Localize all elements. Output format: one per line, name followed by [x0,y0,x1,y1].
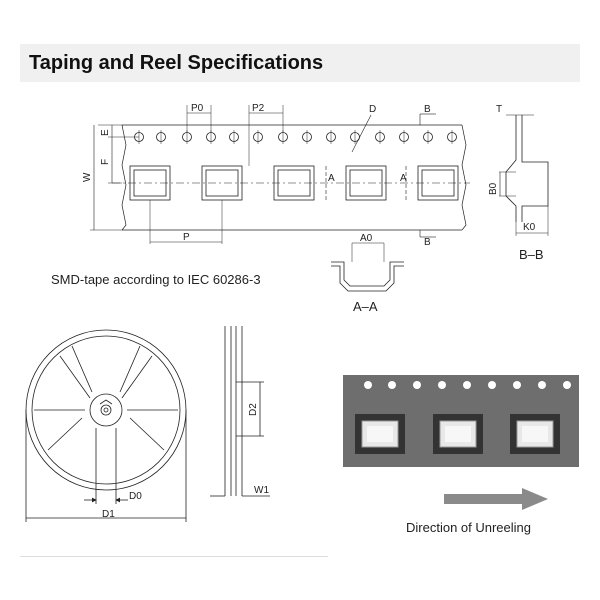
section-aa-title: A–A [353,299,378,314]
label-b-bottom: B [424,237,431,248]
section-a-a: A0 A–A [331,233,404,314]
label-e: E [100,129,111,136]
label-p2: P2 [252,103,265,114]
tape-photo [343,375,579,510]
divider [20,556,328,557]
label-b0: B0 [488,182,499,195]
smd-tape-caption: SMD-tape according to IEC 60286-3 [51,272,261,287]
tape-top-view: A A P0 P2 D B B E F W [82,103,470,248]
label-w1: W1 [254,485,269,496]
label-p: P [183,232,190,243]
label-k0: K0 [523,222,536,233]
section-b-b: T B0 K0 B–B [488,104,549,262]
label-f: F [100,159,111,165]
section-bb-title: B–B [519,247,544,262]
label-w: W [82,172,93,182]
label-d2: D2 [248,403,259,416]
label-d0: D0 [129,491,142,502]
direction-caption: Direction of Unreeling [406,520,532,535]
label-a0: A0 [360,233,373,244]
label-a-left: A [328,173,335,184]
page-title: Taping and Reel Specifications [29,52,324,74]
reel-drawing [25,329,187,522]
label-t: T [496,104,502,115]
label-d1: D1 [102,509,115,520]
label-p0: P0 [191,103,204,114]
header-bar: Taping and Reel Specifications [20,44,580,82]
label-a-right: A [400,173,407,184]
label-b-top: B [424,104,431,115]
reel-side-view [210,326,270,497]
label-d: D [369,104,376,115]
